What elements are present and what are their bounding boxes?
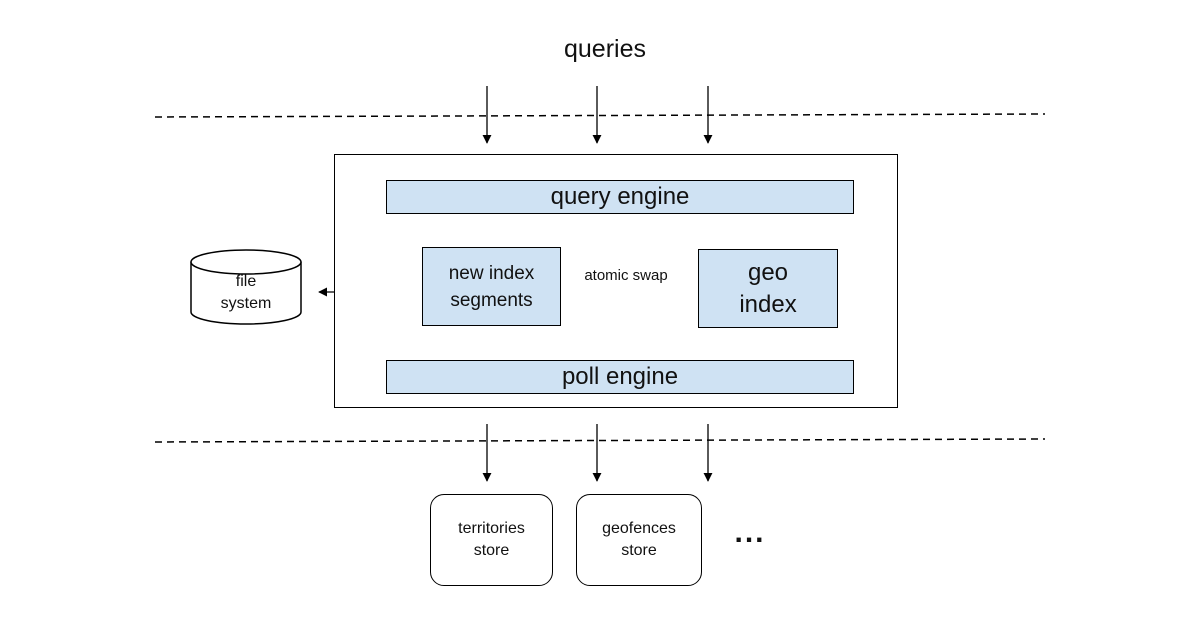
bottom-dashed-boundary — [154, 438, 1046, 443]
geofences-store-box: geofences store — [576, 494, 702, 586]
new-index-line-2: segments — [450, 289, 533, 311]
geo-index-line-2: index — [739, 290, 797, 318]
geo-index-box: geo index — [698, 249, 838, 328]
geo-index-line-1: geo — [747, 258, 789, 286]
file-system-cylinder-icon — [190, 249, 302, 325]
territories-line-1: territories — [458, 520, 525, 537]
geofences-line-2: store — [621, 542, 657, 559]
file-system-line-1: file — [235, 273, 257, 290]
geofences-line-1: geofences — [602, 520, 676, 537]
queries-label: queries — [564, 35, 646, 63]
more-stores-ellipsis: ... — [734, 516, 766, 549]
territories-line-2: store — [473, 542, 510, 559]
file-system-label: file system — [196, 271, 296, 315]
poll-engine-label: poll engine — [561, 363, 679, 390]
top-dashed-boundary — [154, 113, 1046, 118]
file-system-line-2: system — [220, 295, 272, 312]
poll-engine-box: poll engine — [386, 360, 854, 394]
atomic-swap-label: atomic swap — [584, 267, 668, 284]
territories-store-box: territories store — [430, 494, 553, 586]
new-index-segments-box: new index segments — [422, 247, 561, 326]
new-index-line-1: new index — [448, 262, 535, 284]
query-engine-label: query engine — [550, 183, 690, 210]
query-engine-box: query engine — [386, 180, 854, 214]
